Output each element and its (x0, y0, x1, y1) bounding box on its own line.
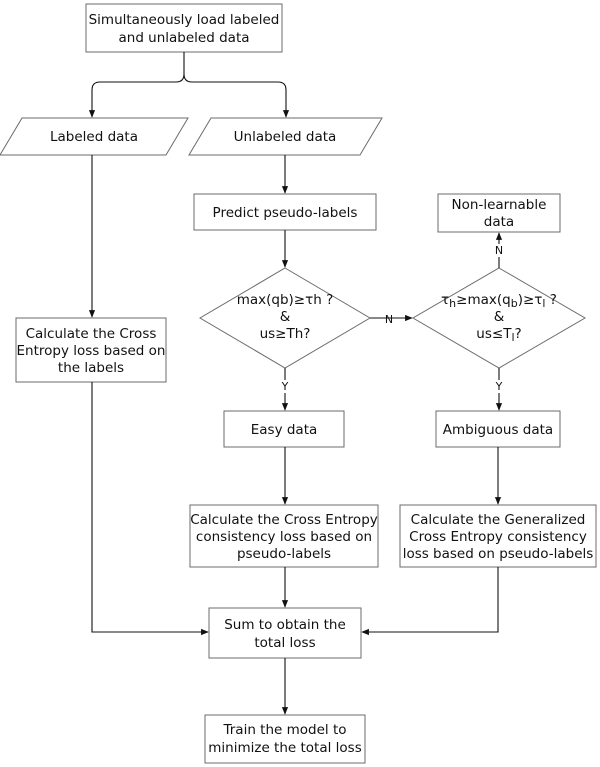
gce-pseudo-line2: Cross Entropy consistency (409, 529, 587, 545)
edge-label-yes1-bg (278, 380, 292, 393)
train-line1: Train the model to (222, 722, 346, 738)
easy-data-box: Easy data (223, 410, 345, 448)
ambiguous-data-label: Ambiguous data (443, 422, 553, 438)
decision2-line3: us≤Tl? (476, 326, 521, 344)
decision2-line2: & (494, 309, 505, 325)
ce-labels-line3: the labels (58, 360, 124, 376)
gce-pseudo-line1: Calculate the Generalized (411, 512, 586, 528)
easy-data-label: Easy data (251, 422, 318, 438)
ce-labels-line2: Entropy loss based on (17, 343, 166, 359)
gce-pseudo-line3: loss based on pseudo-labels (403, 546, 594, 562)
labeled-data-label: Labeled data (50, 129, 138, 145)
train-model-box: Train the model to minimize the total lo… (204, 714, 366, 764)
predict-pseudo-labels-label: Predict pseudo-labels (213, 205, 358, 221)
load-data-box: Simultaneously load labeled and unlabele… (85, 3, 283, 53)
sum-line2: total loss (254, 635, 315, 651)
unlabeled-data-node: Unlabeled data (188, 117, 383, 156)
edge-load-to-unlabeled (183, 73, 290, 118)
non-learnable-label-line1: Non-learnable (452, 197, 547, 213)
edge-label-no1: N (385, 313, 393, 326)
confidence-threshold-decision: max(qb)≥τh ? & us≥Th? (199, 267, 371, 369)
ce-pseudo-line2: consistency loss based on (196, 529, 372, 545)
sum-total-loss-box: Sum to obtain the total loss (208, 607, 362, 659)
edge-gce-to-sum (361, 567, 499, 636)
unlabeled-data-label: Unlabeled data (234, 129, 337, 145)
edge-ce-labels-to-sum (91, 382, 209, 636)
edge-label-yes2-bg (492, 380, 506, 393)
edge-label-no2-bg (492, 244, 506, 257)
ambiguity-threshold-decision: τh≥max(qb)≥τl ? & us≤Tl? (412, 267, 586, 369)
ce-labels-line1: Calculate the Cross (26, 326, 157, 342)
decision1-line3: us≥Th? (260, 326, 311, 342)
decision1-line2: & (280, 309, 291, 325)
ambiguous-data-box: Ambiguous data (435, 410, 561, 448)
non-learnable-data-box: Non-learnable data (437, 193, 561, 233)
predict-pseudo-labels-box: Predict pseudo-labels (193, 193, 377, 231)
non-learnable-label-line2: data (484, 214, 514, 230)
edge-load-split (88, 52, 185, 118)
decision1-line1: max(qb)≥τh ? (237, 292, 334, 308)
edge-label-yes2: Y (495, 380, 503, 393)
edge-label-yes1: Y (281, 380, 289, 393)
sum-line1: Sum to obtain the (224, 617, 346, 633)
cross-entropy-pseudo-box: Calculate the Cross Entropy consistency … (189, 504, 379, 568)
decision2-line1: τh≥max(qb)≥τl ? (441, 292, 557, 310)
train-line2: minimize the total loss (208, 740, 361, 756)
labeled-data-node: Labeled data (0, 117, 189, 156)
ce-pseudo-line3: pseudo-labels (237, 546, 331, 562)
cross-entropy-labels-box: Calculate the Cross Entropy loss based o… (15, 317, 167, 383)
generalized-cross-entropy-box: Calculate the Generalized Cross Entropy … (399, 504, 597, 568)
load-data-label-line1: Simultaneously load labeled (89, 12, 280, 28)
ce-pseudo-line1: Calculate the Cross Entropy (190, 512, 378, 528)
load-data-label-line2: and unlabeled data (118, 30, 249, 46)
edge-label-no2: N (495, 244, 503, 257)
